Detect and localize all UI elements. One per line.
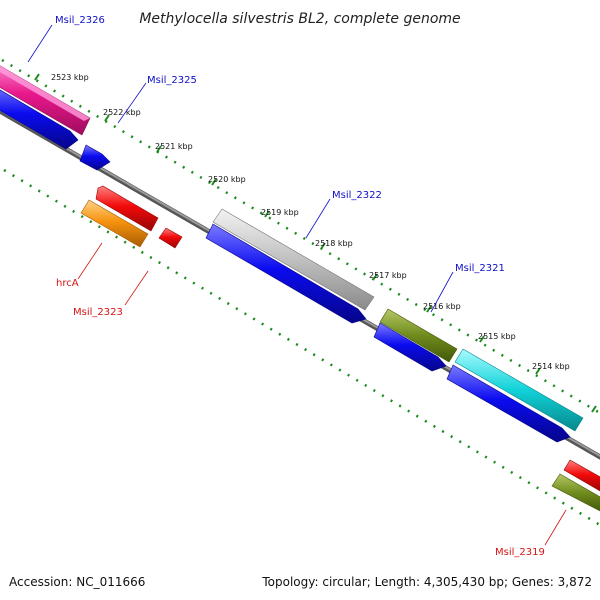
tick-mark [426, 305, 432, 313]
gene-blue-upper-1[interactable] [0, 84, 79, 150]
gene-blue-long[interactable] [205, 223, 367, 324]
genome-title: Methylocella silvestris BL2, complete ge… [139, 11, 460, 27]
gene-label-msil-2325[interactable]: Msil_2325 [147, 75, 197, 86]
tick-mark [591, 405, 597, 413]
tick-label: 2515 kbp [478, 332, 516, 341]
tick-mark [264, 210, 270, 218]
gene-olive-msil-2319[interactable] [551, 473, 600, 512]
gene-label-hrca[interactable]: hrcA [56, 278, 79, 289]
tick-mark [535, 367, 541, 375]
tick-label: 2517 kbp [369, 271, 407, 280]
scale-ticks [34, 73, 597, 413]
gene-red-hrca[interactable] [95, 185, 159, 232]
gene-cyan[interactable] [454, 348, 584, 432]
tick-mark [104, 114, 110, 122]
leader-msil-2322 [305, 198, 331, 239]
tick-label: 2521 kbp [155, 142, 193, 151]
tick-mark [372, 273, 378, 281]
scale-tick-labels: 2523 kbp 2522 kbp 2521 kbp 2520 kbp 2519… [51, 73, 570, 371]
leader-msil-2319 [544, 509, 567, 546]
accession-text: Accession: NC_011666 [9, 575, 145, 589]
gene-msil-2322[interactable] [212, 208, 375, 311]
leader-msil-2325 [117, 82, 147, 124]
tick-label: 2514 kbp [532, 362, 570, 371]
gene-red-small[interactable] [158, 227, 183, 249]
tick-label: 2519 kbp [261, 208, 299, 217]
genome-summary-text: Topology: circular; Length: 4,305,430 bp… [261, 575, 592, 589]
gene-orange-msil-2323[interactable] [80, 199, 149, 248]
tick-mark [34, 73, 40, 81]
gene-msil-2326[interactable] [0, 60, 91, 136]
gene-red-right[interactable] [563, 459, 600, 492]
leader-hrca [77, 242, 103, 280]
tick-label: 2520 kbp [208, 175, 246, 184]
gene-label-msil-2323[interactable]: Msil_2323 [73, 307, 123, 318]
tick-label: 2522 kbp [103, 108, 141, 117]
gene-label-msil-2326[interactable]: Msil_2326 [55, 15, 105, 26]
label-leader-lines [27, 24, 567, 546]
gene-label-msil-2319[interactable]: Msil_2319 [495, 547, 545, 558]
tick-mark [211, 178, 217, 186]
gene-msil-2325[interactable] [79, 144, 111, 171]
tick-label: 2523 kbp [51, 73, 89, 82]
tick-label: 2518 kbp [315, 239, 353, 248]
tick-label: 2516 kbp [423, 302, 461, 311]
tick-mark [320, 242, 326, 250]
tick-mark [156, 145, 162, 153]
gene-blue-right[interactable] [446, 364, 571, 443]
tick-mark [479, 335, 485, 343]
gene-label-msil-2322[interactable]: Msil_2322 [332, 190, 382, 201]
gene-msil-2321[interactable] [379, 308, 458, 363]
leader-msil-2326 [27, 24, 53, 63]
gene-blue-mid[interactable] [373, 322, 447, 372]
dotted-line-lower [3, 168, 600, 527]
leader-msil-2323 [124, 270, 149, 306]
gene-label-msil-2321[interactable]: Msil_2321 [455, 263, 505, 274]
leader-msil-2321 [430, 271, 454, 313]
scale-dotted-line-upper [1, 58, 600, 415]
